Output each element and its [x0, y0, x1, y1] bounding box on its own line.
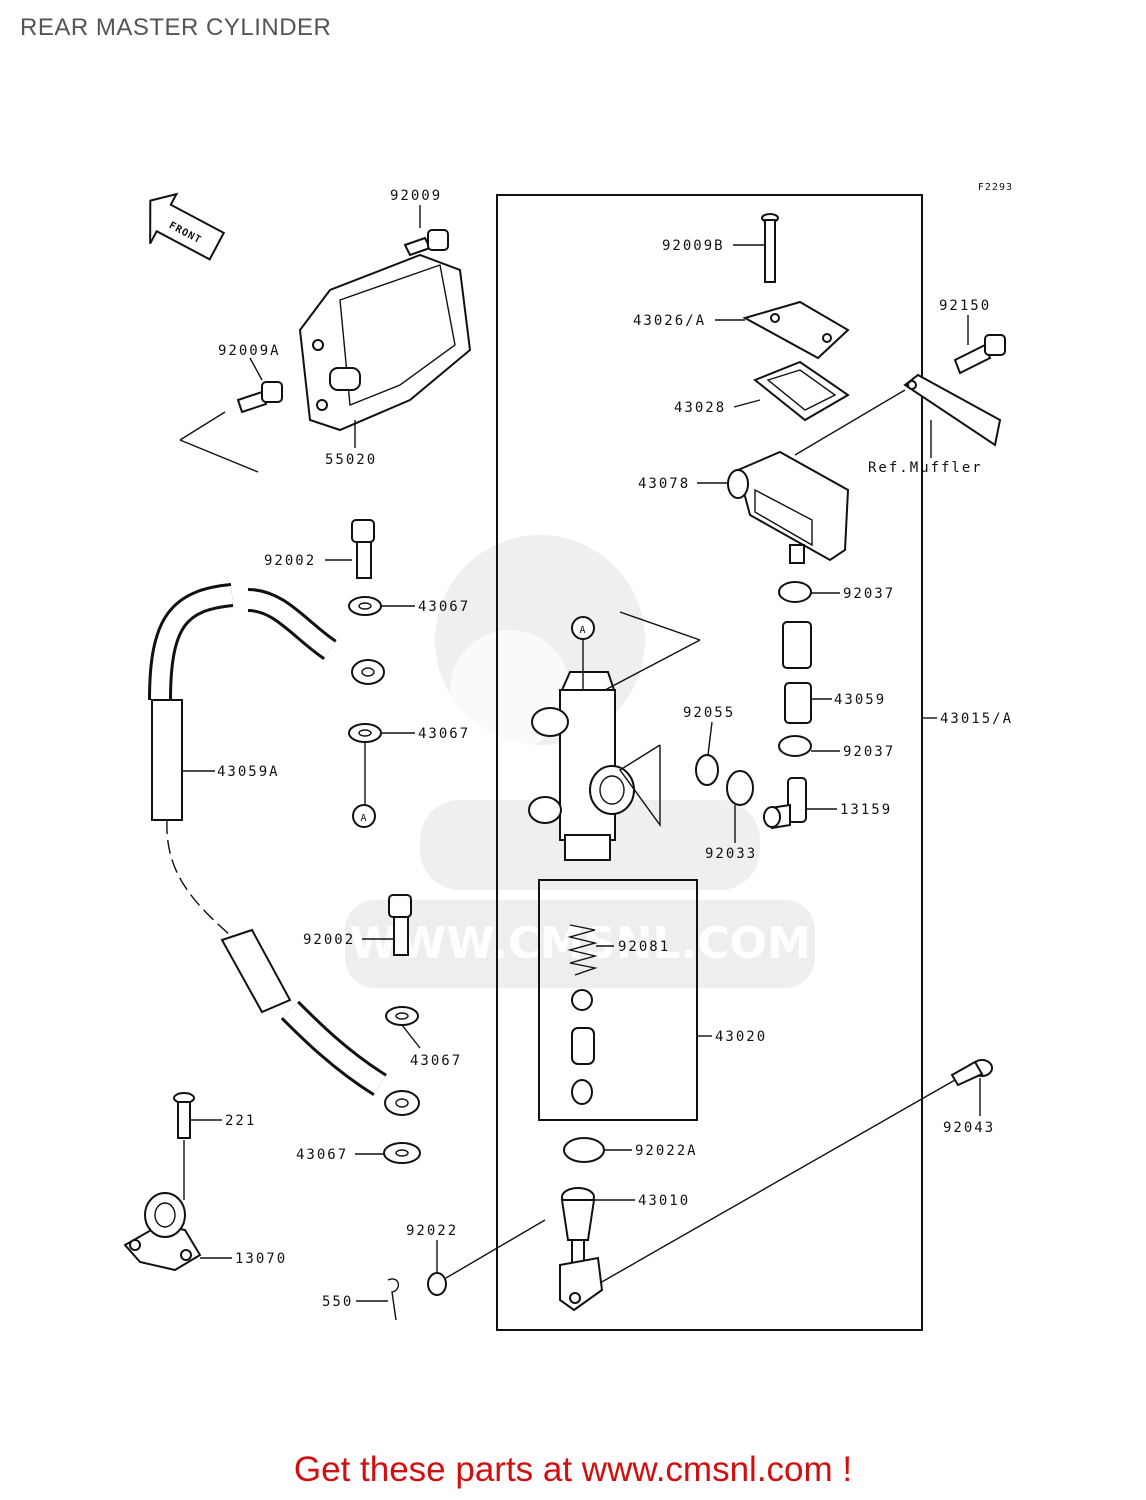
- label-92009: 92009: [390, 188, 442, 204]
- banjo-bolt-92002-bottom: [388, 894, 412, 956]
- label-43020: 43020: [715, 1029, 767, 1045]
- label-92009A: 92009A: [218, 343, 281, 359]
- front-arrow-icon: FRONT: [149, 192, 226, 261]
- label-92033: 92033: [705, 846, 757, 862]
- page-title: REAR MASTER CYLINDER: [20, 14, 332, 41]
- circlip-92033: [726, 770, 754, 806]
- label-92022: 92022: [406, 1223, 458, 1239]
- label-43067-1: 43067: [418, 599, 470, 615]
- bolt-92150: [953, 334, 1006, 375]
- label-43059A: 43059A: [217, 764, 280, 780]
- master-cylinder-body: [528, 671, 635, 861]
- brake-hose-43059A: [148, 583, 420, 1116]
- banjo-bolt-92002-top: [351, 519, 375, 579]
- label-43028: 43028: [674, 400, 726, 416]
- watermark-text: WWW.CMSNL.COM: [349, 918, 811, 969]
- guard-55020: [298, 253, 472, 432]
- label-13070: 13070: [235, 1251, 287, 1267]
- reservoir-43078: [727, 450, 850, 564]
- label-43010: 43010: [638, 1193, 690, 1209]
- washer-43067-3: [385, 1006, 419, 1026]
- cap-43026A: [742, 300, 850, 360]
- label-221: 221: [225, 1113, 256, 1129]
- label-43078: 43078: [638, 476, 690, 492]
- cotter-pin-550: [387, 1278, 399, 1321]
- washer-92022: [427, 1272, 447, 1296]
- screw-221: [173, 1092, 195, 1139]
- diaphragm-43028: [753, 360, 850, 422]
- label-92009B: 92009B: [662, 238, 725, 254]
- callout-a-bottom: [352, 804, 376, 828]
- label-92081: 92081: [618, 939, 670, 955]
- callout-a-top-label: A: [579, 625, 586, 636]
- footer-link[interactable]: Get these parts at www.cmsnl.com !: [293, 1450, 853, 1489]
- label-92043: 92043: [943, 1120, 995, 1136]
- pushrod-43010: [559, 1187, 604, 1312]
- pin-92043: [950, 1059, 993, 1087]
- label-92002-top: 92002: [264, 553, 316, 569]
- label-43067-4: 43067: [296, 1147, 348, 1163]
- washer-43067-1: [348, 596, 382, 616]
- label-92055: 92055: [683, 705, 735, 721]
- screw-92009B: [761, 213, 779, 283]
- label-550: 550: [322, 1294, 353, 1310]
- label-13159: 13159: [840, 802, 892, 818]
- label-ref-muffler: Ref.Muffler: [868, 460, 983, 476]
- elbow-13159: [763, 777, 807, 830]
- bolt-92009A: [236, 381, 283, 414]
- label-43067-2: 43067: [418, 726, 470, 742]
- label-92002-bottom: 92002: [303, 932, 355, 948]
- washer-43067-4: [383, 1142, 421, 1164]
- leader-lines: [182, 205, 981, 1302]
- circlip-92022A: [563, 1137, 605, 1163]
- label-92037-1: 92037: [843, 586, 895, 602]
- assembly-43015A-box: [496, 194, 923, 1331]
- callout-a-bottom-label: A: [360, 813, 367, 824]
- figure-code: F2293: [978, 182, 1013, 193]
- spring-92081: [567, 924, 598, 976]
- washer-43067-2: [348, 723, 382, 743]
- label-43026A: 43026/A: [633, 313, 706, 329]
- label-92150: 92150: [939, 298, 991, 314]
- bracket-13070: [123, 1192, 202, 1272]
- label-92037-2: 92037: [843, 744, 895, 760]
- assembly-43020-box: [538, 879, 698, 1121]
- parts-diagram: WWW.CMSNL.COM FRONT: [123, 182, 1013, 1331]
- label-43015A: 43015/A: [940, 711, 1013, 727]
- label-43059: 43059: [834, 692, 886, 708]
- label-43067-3: 43067: [410, 1053, 462, 1069]
- bolt-92009: [403, 229, 449, 257]
- o-ring-92055: [695, 754, 719, 786]
- label-55020: 55020: [325, 452, 377, 468]
- bracket-ref-muffler: [903, 373, 1002, 447]
- clamp-92037-1: [778, 581, 812, 603]
- label-92022A: 92022A: [635, 1143, 698, 1159]
- clamp-92037-2: [778, 735, 812, 757]
- piston-kit-43020: [571, 989, 595, 1105]
- tube-43059: [782, 621, 812, 669]
